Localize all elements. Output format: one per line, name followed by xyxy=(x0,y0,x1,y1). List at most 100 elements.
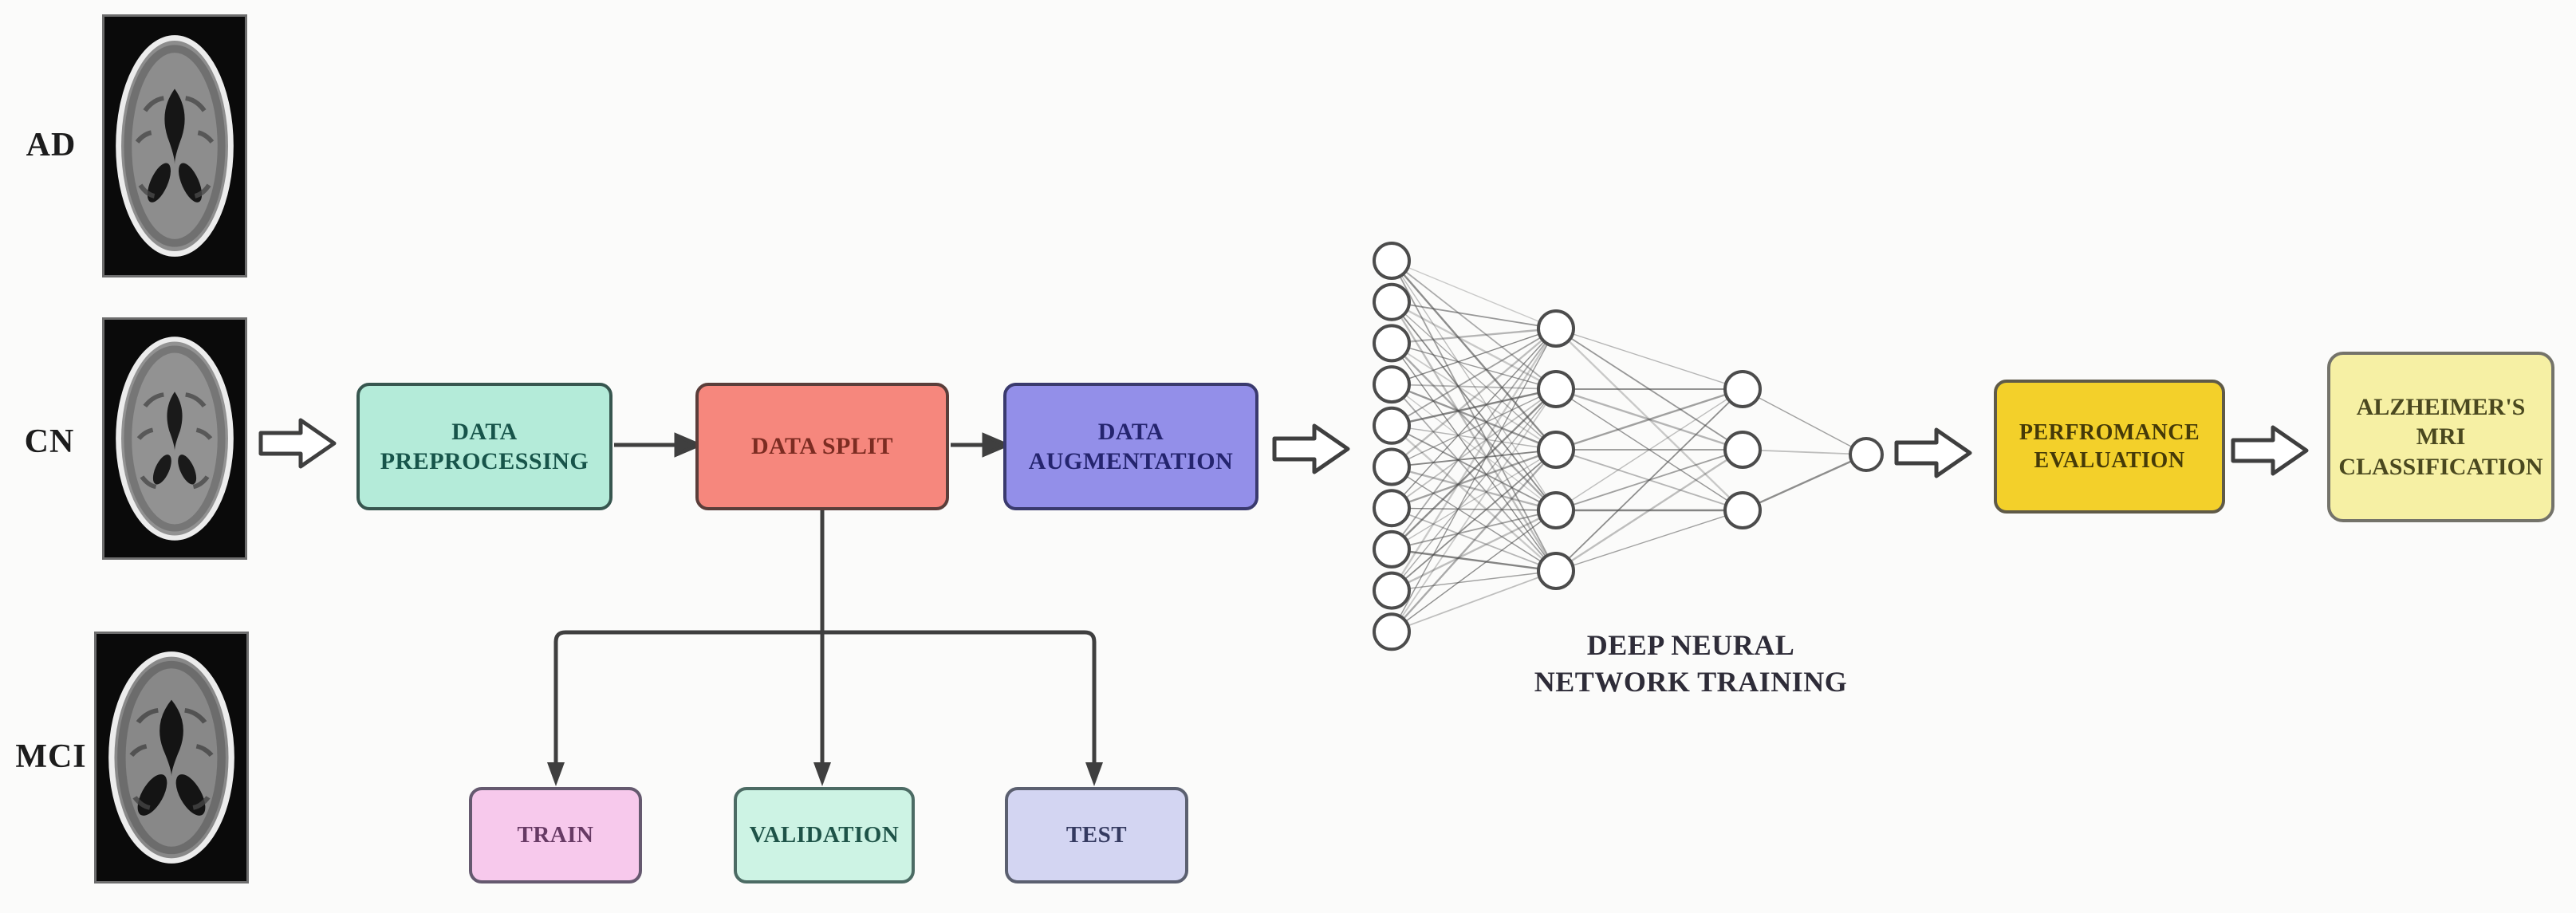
box-label: PERFROMANCE EVALUATION xyxy=(2019,420,2200,473)
synapse-line xyxy=(1391,388,1557,550)
box-label: DATA SPLIT xyxy=(750,433,894,460)
box-alzheimers-classification: ALZHEIMER'S MRI CLASSIFICATION xyxy=(2327,352,2554,522)
neuron-node xyxy=(1723,491,1762,529)
neural-network xyxy=(1373,242,1884,651)
synapse-line xyxy=(1391,342,1557,390)
mri-scan-mci xyxy=(94,632,249,883)
mri-scan-ad xyxy=(102,14,247,277)
brain-slice-graphic xyxy=(104,17,245,275)
synapse-line xyxy=(1391,327,1557,344)
synapse-line xyxy=(1391,328,1557,550)
mri-scan-cn xyxy=(102,317,247,560)
flow-arrow-icon xyxy=(258,418,337,469)
neuron-node xyxy=(1373,489,1411,528)
synapse-line xyxy=(1742,453,1867,512)
synapse-line xyxy=(1391,260,1557,451)
neuron-node xyxy=(1373,406,1411,445)
synapse-line xyxy=(1390,301,1558,572)
arrow-head-icon xyxy=(1085,762,1103,786)
box-test: TEST xyxy=(1005,787,1188,883)
box-label: ALZHEIMER'S MRI CLASSIFICATION xyxy=(2338,393,2543,480)
synapse-line xyxy=(1391,388,1557,427)
box-label: TEST xyxy=(1065,822,1128,848)
synapse-line xyxy=(1391,448,1557,510)
synapse-line xyxy=(1391,328,1557,632)
neuron-node xyxy=(1723,370,1762,408)
synapse-line xyxy=(1391,509,1557,592)
synapse-line xyxy=(1391,548,1557,573)
synapse-line xyxy=(1391,342,1557,572)
synapse-line xyxy=(1391,384,1557,572)
class-label-cn: CN xyxy=(24,423,75,460)
neuron-node xyxy=(1373,282,1411,321)
neuron-node xyxy=(1373,365,1411,404)
split-branch xyxy=(547,510,1103,786)
branch-left-line xyxy=(553,630,825,766)
box-label: DATA AUGMENTATION xyxy=(1028,418,1234,475)
synapse-line xyxy=(1391,328,1557,509)
synapse-line xyxy=(1391,449,1557,550)
network-caption: DEEP NEURAL NETWORK TRAINING xyxy=(1534,629,1848,698)
synapse-line xyxy=(1391,328,1557,468)
flow-arrow-icon xyxy=(2231,425,2309,476)
box-data-preprocessing: DATA PREPROCESSING xyxy=(356,383,612,510)
synapse-line xyxy=(1742,388,1867,455)
synapse-line xyxy=(1555,328,1743,390)
synapse-line xyxy=(1555,388,1743,572)
neuron-node xyxy=(1537,431,1575,469)
brain-slice-graphic xyxy=(97,634,246,881)
box-validation: VALIDATION xyxy=(734,787,915,883)
synapse-line xyxy=(1391,466,1557,572)
box-label: DATA PREPROCESSING xyxy=(380,418,589,475)
synapse-line xyxy=(1390,328,1558,592)
box-label: VALIDATION xyxy=(749,822,900,848)
synapse-line xyxy=(1391,260,1557,329)
arrow-head-icon xyxy=(982,432,1012,458)
class-label-ad: AD xyxy=(26,127,77,163)
brain-slice-graphic xyxy=(104,320,245,557)
neuron-node xyxy=(1373,242,1411,280)
synapse-line xyxy=(1391,260,1557,572)
synapse-line xyxy=(1391,466,1557,512)
synapse-line xyxy=(1391,449,1557,633)
synapse-line xyxy=(1391,570,1557,633)
neuron-node xyxy=(1849,437,1884,472)
synapse-line xyxy=(1391,301,1557,329)
neuron-node xyxy=(1537,370,1575,408)
synapse-line xyxy=(1391,383,1557,451)
neuron-node xyxy=(1537,552,1575,590)
synapse-line xyxy=(1391,570,1557,592)
synapse-line xyxy=(1391,388,1557,468)
box-label: TRAIN xyxy=(517,822,594,848)
neuron-node xyxy=(1537,491,1575,529)
synapse-line xyxy=(1391,388,1557,592)
synapse-line xyxy=(1391,507,1557,511)
synapse-line xyxy=(1391,507,1557,572)
box-data-augmentation: DATA AUGMENTATION xyxy=(1003,383,1258,510)
synapse-line xyxy=(1391,388,1557,509)
neuron-node xyxy=(1537,309,1575,348)
hollow-arrows xyxy=(258,418,2309,478)
synapse-line xyxy=(1555,448,1743,573)
branch-right-line xyxy=(820,630,1097,766)
synapse-line xyxy=(1555,388,1743,511)
synapse-line xyxy=(1391,301,1557,511)
synapse-line xyxy=(1742,449,1867,455)
synapse-line xyxy=(1391,301,1557,451)
box-performance-evaluation: PERFROMANCE EVALUATION xyxy=(1994,380,2225,514)
synapse-line xyxy=(1391,388,1557,632)
synapse-line xyxy=(1391,510,1557,632)
box-data-split: DATA SPLIT xyxy=(695,383,949,510)
neuron-node xyxy=(1373,447,1411,486)
synapse-line xyxy=(1391,301,1557,391)
neuron-node xyxy=(1723,431,1762,469)
synapse-line xyxy=(1391,449,1557,592)
neuron-node xyxy=(1373,324,1411,363)
synapse-line xyxy=(1391,328,1557,427)
synapse-line xyxy=(1391,384,1557,390)
synapse-line xyxy=(1555,388,1743,451)
neuron-node xyxy=(1373,571,1411,610)
synapse-line xyxy=(1555,510,1743,572)
